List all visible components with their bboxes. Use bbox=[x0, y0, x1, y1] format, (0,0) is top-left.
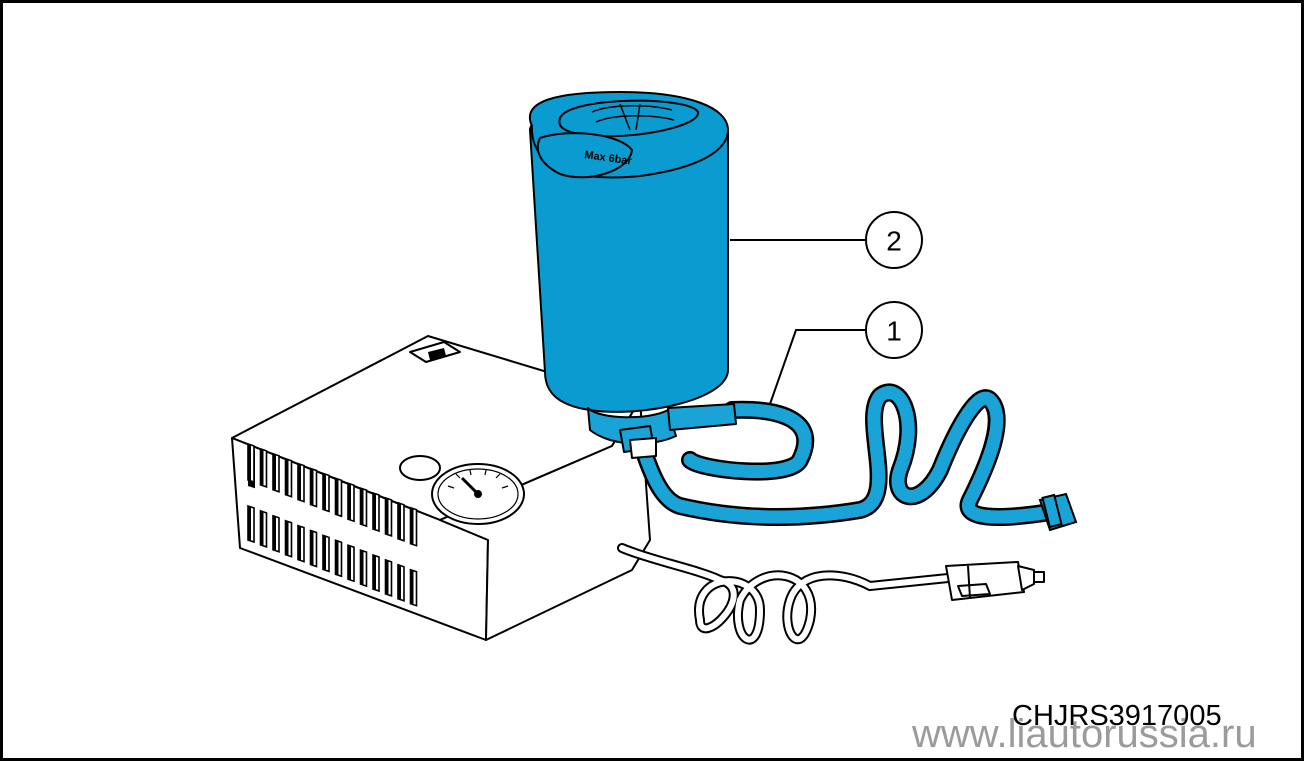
vent-slot-shadow bbox=[398, 564, 401, 600]
vent-slot-shadow bbox=[335, 478, 339, 516]
vent-slot-shadow bbox=[298, 525, 301, 561]
vent-slot-shadow bbox=[310, 530, 314, 566]
vent-slot-shadow bbox=[323, 473, 326, 511]
vent-slot-shadow bbox=[385, 559, 389, 595]
vent-slot-shadow bbox=[260, 510, 264, 546]
lighter-plug bbox=[945, 561, 1045, 601]
vent-slot-shadow bbox=[310, 468, 314, 506]
vent-slot-shadow bbox=[335, 540, 339, 576]
hose-end-fitting bbox=[1038, 492, 1078, 532]
vent-slot-shadow bbox=[348, 545, 351, 581]
callout-2: 2 bbox=[865, 211, 923, 269]
sealant-bottle bbox=[529, 91, 737, 459]
watermark: www.liautorussia.ru bbox=[912, 712, 1257, 756]
vent-slot-shadow bbox=[360, 550, 364, 586]
vent-slot-shadow bbox=[410, 507, 414, 545]
vent-slot-shadow bbox=[385, 497, 389, 535]
vent-slot-shadow bbox=[348, 483, 351, 521]
vent-slot-shadow bbox=[273, 453, 276, 491]
vent-slot-shadow bbox=[398, 502, 401, 540]
reference-code: CHJRS3917005 bbox=[1012, 700, 1222, 732]
callout-1-number: 1 bbox=[886, 316, 902, 347]
compressor bbox=[231, 335, 651, 641]
compressor-button bbox=[399, 455, 441, 481]
callout-leaders bbox=[730, 239, 866, 405]
bottle-cap-logo bbox=[591, 103, 675, 131]
vent-slot-shadow bbox=[323, 535, 326, 571]
vent-slot-shadow bbox=[248, 444, 251, 481]
vent-slot-shadow bbox=[260, 448, 264, 486]
vent-slot-shadow bbox=[298, 463, 301, 501]
power-cord-inner bbox=[619, 545, 951, 643]
vent-slot-shadow bbox=[360, 488, 364, 526]
air-hose bbox=[631, 383, 1059, 527]
callout-1: 1 bbox=[865, 301, 923, 359]
pressure-gauge bbox=[431, 463, 525, 525]
vent-slot-shadow bbox=[373, 555, 376, 590]
vent-slot-shadow bbox=[410, 569, 414, 605]
vent-slot-shadow bbox=[285, 520, 289, 556]
callout-2-number: 2 bbox=[886, 226, 902, 257]
compressor-vents bbox=[247, 442, 418, 607]
vent-slot-shadow bbox=[273, 515, 276, 551]
vent-slot-shadow bbox=[285, 458, 289, 496]
vent-slot-shadow bbox=[373, 493, 376, 530]
vent-slot-shadow bbox=[248, 506, 251, 541]
